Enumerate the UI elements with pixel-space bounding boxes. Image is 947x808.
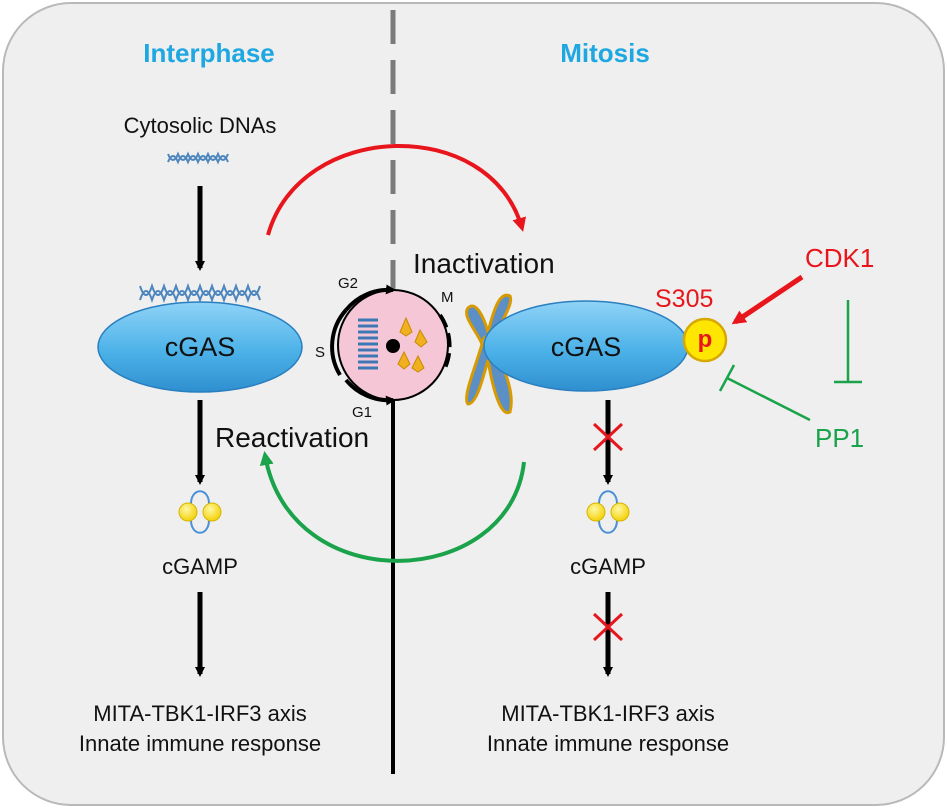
cgas-right-label: cGAS [550, 332, 622, 362]
cgas-left-label: cGAS [164, 332, 236, 362]
s305-label: S305 [655, 285, 714, 313]
reactivation-label: Reactivation [215, 422, 370, 453]
phase-g2-label: G2 [338, 275, 359, 292]
cgamp-icon-left [178, 490, 222, 534]
phase-g1-label: G1 [352, 404, 373, 421]
inactivation-label: Inactivation [413, 248, 555, 279]
pp1-dephosphorylation-bar [718, 364, 736, 392]
phospho-label: p [697, 326, 713, 353]
cgamp-icon-right [586, 490, 630, 534]
cdk1-label: CDK1 [805, 243, 875, 273]
inactivation-arrow [266, 143, 526, 236]
cdk1-phosphorylation-arrow [731, 274, 804, 325]
block-x-icon-upper [592, 422, 624, 452]
cgamp-right-label: cGAMP [570, 554, 646, 579]
bound-dna-icon [139, 282, 261, 304]
output-right-line1: MITA-TBK1-IRF3 axis [501, 701, 715, 726]
block-x-icon-lower [592, 612, 624, 642]
output-left-line2: Innate immune response [78, 731, 322, 756]
pp1-dephosphorylation-line [726, 376, 811, 422]
cell-cycle-diagram [330, 284, 452, 406]
cgamp-left-label: cGAMP [162, 554, 238, 579]
pp1-label: PP1 [815, 423, 865, 453]
reactivation-arrow [259, 451, 526, 563]
cytosolic-dna-label: Cytosolic DNAs [123, 113, 277, 138]
interphase-heading: Interphase [143, 38, 275, 68]
output-right-line2: Innate immune response [486, 731, 730, 756]
output-left-line1: MITA-TBK1-IRF3 axis [93, 701, 307, 726]
phase-m-label: M [441, 289, 454, 306]
phospho-site-icon [682, 317, 728, 363]
cgas-left-shape [97, 301, 303, 393]
mitosis-heading: Mitosis [560, 38, 650, 68]
phase-s-label: S [315, 344, 326, 361]
dna-helix-icon [167, 151, 229, 165]
